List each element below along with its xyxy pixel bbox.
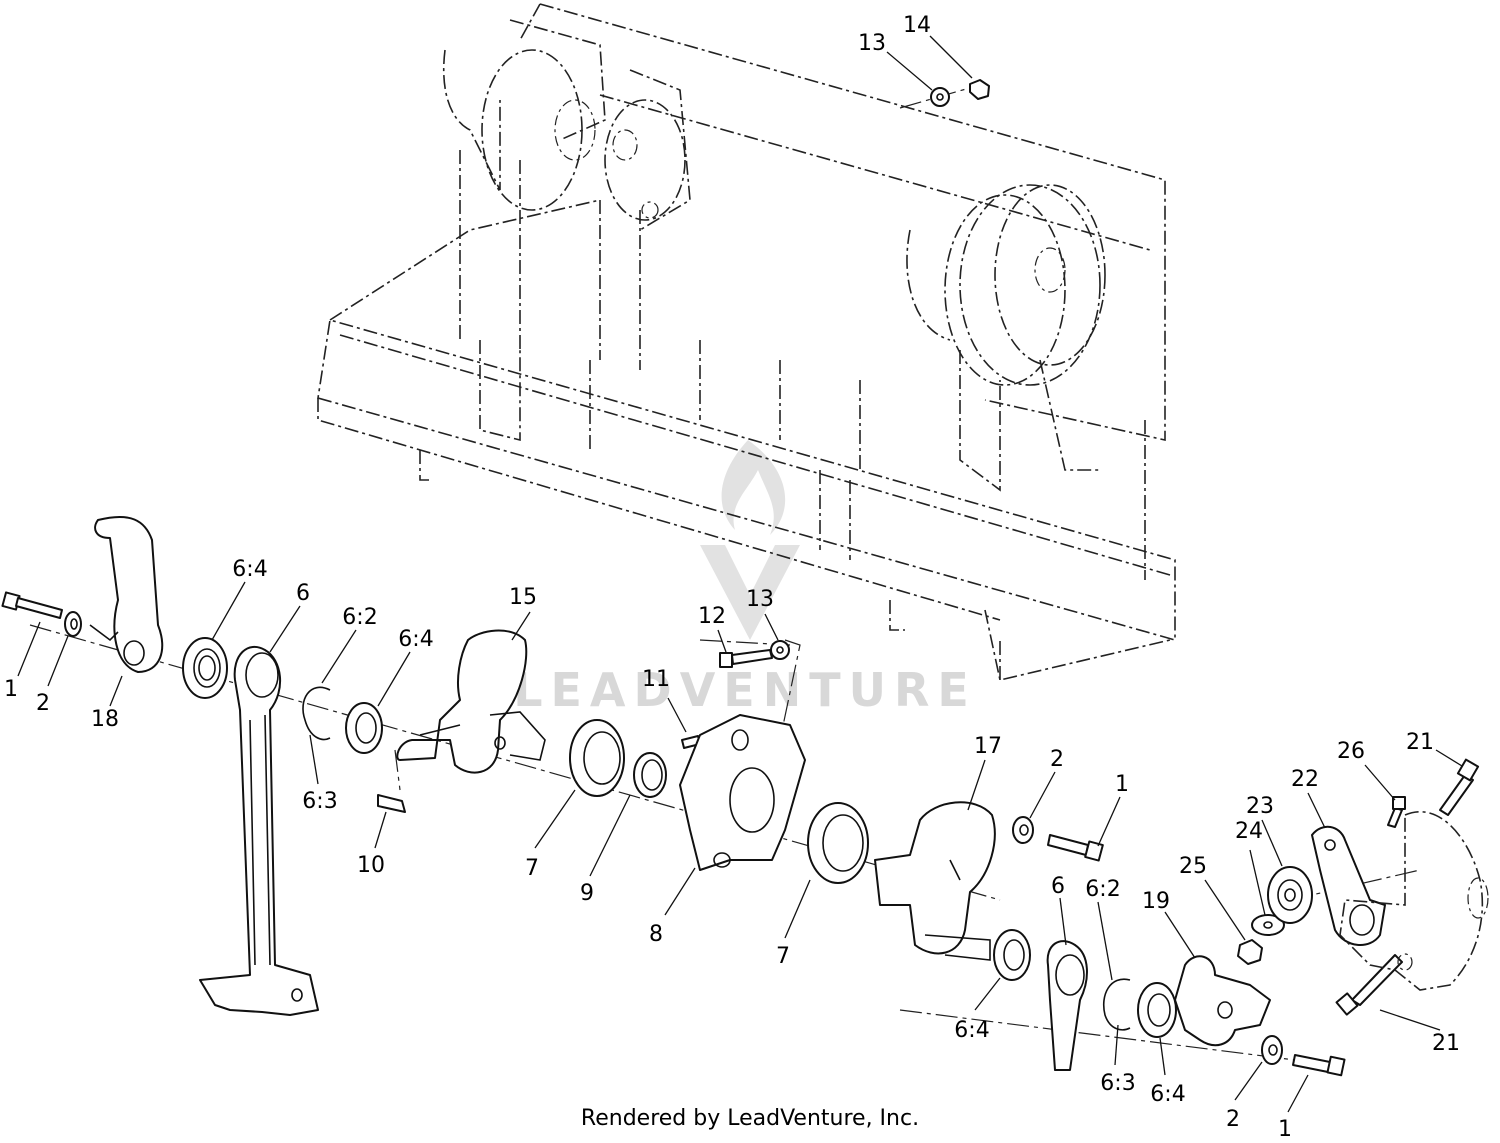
part-12-bolt	[719, 649, 773, 668]
callout-13-mid: 13	[746, 587, 774, 612]
part-17-crank	[874, 801, 996, 961]
part-6-short-arm	[1046, 940, 1088, 1071]
callout-26: 26	[1337, 739, 1365, 764]
callout-7-b: 7	[776, 944, 790, 969]
callout-25: 25	[1179, 854, 1207, 879]
callout-6-2-b: 6:2	[1085, 877, 1120, 902]
callout-6-2-a: 6:2	[342, 605, 377, 630]
callout-12: 12	[698, 604, 726, 629]
part-2-washer-left	[64, 611, 82, 637]
part-1-bolt-mid	[1047, 834, 1104, 862]
part-6-4-bearing-c	[993, 929, 1031, 981]
render-credit: Rendered by LeadVenture, Inc.	[580, 1106, 920, 1131]
callout-6-3-a: 6:3	[302, 789, 337, 814]
callout-2-left: 2	[36, 691, 50, 716]
leadventure-watermark: LEADVENTURE	[513, 440, 977, 717]
part-1-bolt-right	[1292, 1054, 1346, 1077]
callout-8: 8	[649, 922, 663, 947]
part-18-pivot-arm	[89, 515, 164, 673]
part-2-washer-mid	[1012, 816, 1034, 844]
part-6-2-circlip-b	[1103, 978, 1131, 1031]
callout-24: 24	[1235, 819, 1263, 844]
part-13-washer-mid	[770, 640, 790, 660]
part-14-nut	[969, 79, 990, 100]
callout-6-a: 6	[296, 581, 310, 606]
callout-11: 11	[642, 667, 670, 692]
ghost-mount-plate-right	[1339, 811, 1489, 991]
callout-18: 18	[91, 707, 119, 732]
part-21-bolt-top	[1439, 758, 1480, 816]
part-21-bolt-bottom	[1335, 954, 1403, 1016]
callout-19: 19	[1142, 889, 1170, 914]
callout-1-left: 1	[4, 677, 18, 702]
part-25-nut	[1237, 939, 1263, 965]
part-2-washer-right	[1261, 1035, 1283, 1065]
part-23-bushing	[1267, 866, 1313, 924]
callout-7-a: 7	[525, 856, 539, 881]
background-frame-assembly	[317, 3, 1176, 681]
callout-6-b: 6	[1051, 874, 1065, 899]
callout-10: 10	[357, 853, 385, 878]
part-7-bearing-a	[569, 719, 625, 797]
part-24-washer	[1251, 914, 1285, 936]
callout-6-3-b: 6:3	[1100, 1071, 1135, 1096]
callout-21-top: 21	[1406, 730, 1434, 755]
callout-17: 17	[974, 734, 1002, 759]
part-6-4-bearing-d	[1137, 982, 1177, 1038]
callout-1-mid: 1	[1115, 772, 1129, 797]
part-19-bracket	[1174, 955, 1271, 1047]
part-26-bolt	[1387, 796, 1406, 828]
part-6-long-arm	[199, 645, 319, 1016]
part-6-4-bearing-b	[345, 702, 383, 754]
part-1-bolt-left	[1, 591, 63, 619]
callout-2-mid: 2	[1050, 747, 1064, 772]
part-6-2-circlip-a	[302, 686, 331, 741]
part-8-housing	[679, 714, 806, 871]
watermark-text: LEADVENTURE	[513, 663, 977, 717]
callout-9: 9	[580, 881, 594, 906]
callout-14: 14	[903, 13, 931, 38]
callout-13-top: 13	[858, 31, 886, 56]
callout-labels: 13 14 1 2 18 6:4 6 6:2 6:4 6:3 15 10 12 …	[4, 13, 1460, 1142]
callout-21-bottom: 21	[1432, 1031, 1460, 1056]
callout-6-4-a: 6:4	[232, 557, 267, 582]
callout-1-right: 1	[1278, 1117, 1292, 1142]
callout-15: 15	[509, 585, 537, 610]
part-10-key	[377, 794, 406, 813]
callout-6-4-d: 6:4	[1150, 1082, 1185, 1107]
callout-6-4-c: 6:4	[954, 1018, 989, 1043]
part-6-4-bearing-a	[182, 637, 228, 699]
callout-6-4-b: 6:4	[398, 627, 433, 652]
callout-2-right: 2	[1226, 1107, 1240, 1132]
part-9-sleeve	[633, 752, 667, 798]
part-13-washer-top	[930, 87, 950, 107]
part-22-link	[1311, 825, 1386, 946]
part-7-bearing-b	[807, 802, 869, 884]
part-15-crank	[396, 629, 546, 774]
callout-leaders	[17, 35, 1463, 1113]
callout-22: 22	[1291, 767, 1319, 792]
callout-23: 23	[1246, 794, 1274, 819]
